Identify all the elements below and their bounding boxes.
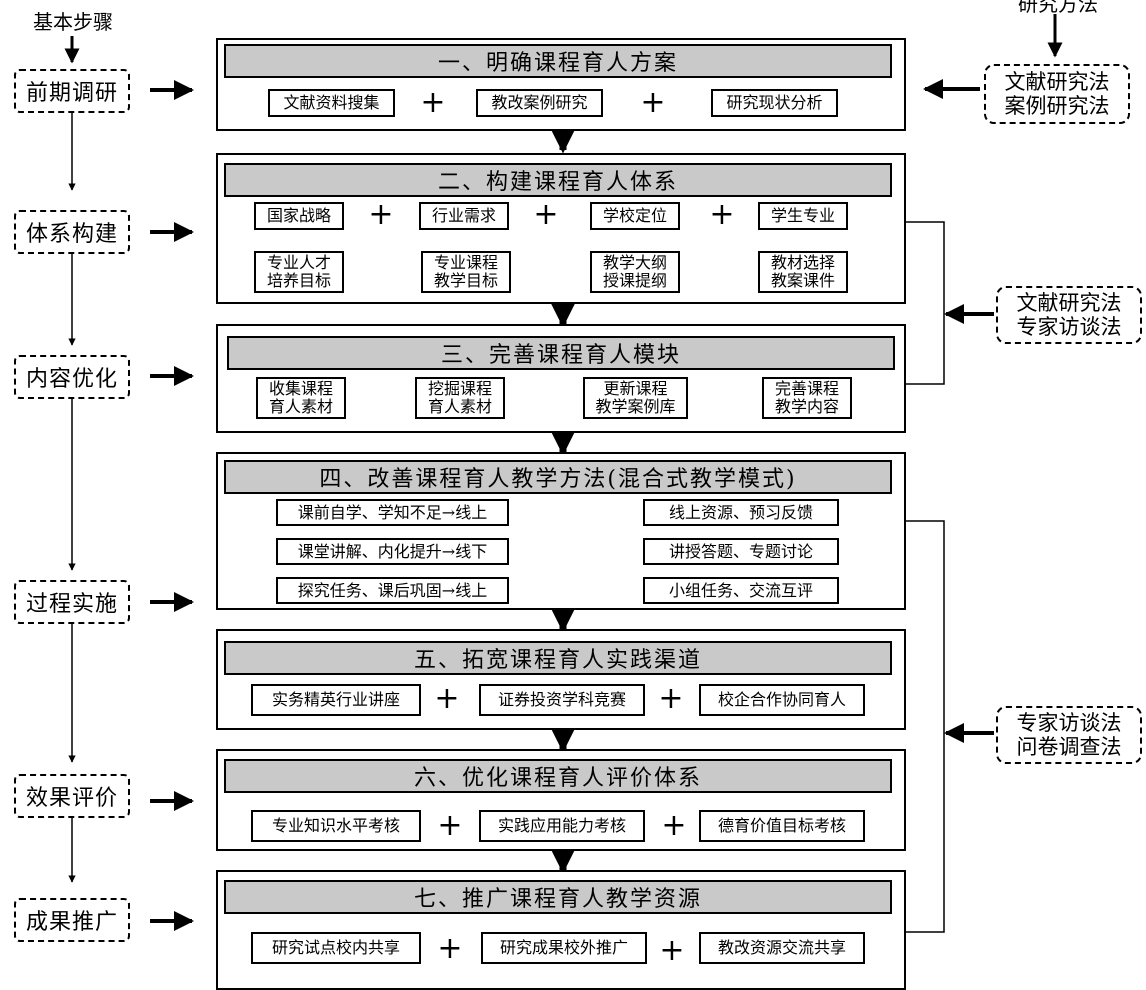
stage-2-factor: 行业需求 — [419, 202, 509, 230]
stage-5-title: 五、拓宽课程育人实践渠道 — [224, 641, 892, 675]
stage-7-title: 七、推广课程育人教学资源 — [224, 880, 892, 914]
stage-4-mode: 课堂讲解、内化提升→线下 — [276, 538, 509, 565]
step-process: 过程实施 — [14, 580, 130, 624]
stage-3-flow-step: 收集课程 育人素材 — [256, 377, 346, 419]
stage-4-activity: 线上资源、预习反馈 — [643, 499, 839, 526]
stage-1-item: 文献资料搜集 — [268, 89, 395, 117]
stage-2-title: 二、构建课程育人体系 — [224, 163, 892, 197]
step-content: 内容优化 — [14, 355, 130, 399]
stage-1-item: 研究现状分析 — [711, 89, 838, 117]
method-box-2: 文献研究法 专家访谈法 — [996, 286, 1142, 344]
stage-5-item: 证券投资学科竞赛 — [479, 684, 645, 716]
step-promotion: 成果推广 — [14, 898, 130, 942]
method-box-3: 专家访谈法 问卷调查法 — [996, 706, 1142, 764]
step-system: 体系构建 — [14, 210, 130, 254]
stage-2-flow-step: 教材选择 教案课件 — [758, 251, 848, 293]
stage-3-flow-step: 更新课程 教学案例库 — [583, 377, 688, 419]
plus-sign: + — [661, 808, 687, 843]
stage-2-factor: 学生专业 — [758, 202, 848, 230]
plus-sign: + — [658, 681, 684, 716]
stage-2-flow-step: 专业人才 培养目标 — [254, 251, 344, 293]
stage-7-item: 研究成果校外推广 — [481, 932, 647, 964]
stage-4-title: 四、改善课程育人教学方法(混合式教学模式) — [224, 460, 892, 494]
stage-6-item: 专业知识水平考核 — [251, 810, 421, 842]
plus-sign: + — [659, 933, 685, 968]
stage-3-flow-step: 挖掘课程 育人素材 — [415, 377, 505, 419]
stage-5-item: 实务精英行业讲座 — [251, 684, 421, 716]
stage-3-flow-step: 完善课程 教学内容 — [762, 377, 852, 419]
stage-2-flow-step: 专业课程 教学目标 — [421, 251, 511, 293]
plus-sign: + — [709, 197, 735, 232]
method-box-1: 文献研究法 案例研究法 — [984, 64, 1130, 124]
stage-3-title: 三、完善课程育人模块 — [227, 336, 895, 370]
method-line: 专家访谈法 — [1016, 711, 1122, 735]
plus-sign: + — [368, 197, 394, 232]
stage-4-mode: 课前自学、学知不足→线上 — [276, 499, 509, 526]
stage-4-mode: 探究任务、课后巩固→线上 — [276, 577, 509, 604]
stage-4-activity: 小组任务、交流互评 — [643, 577, 839, 604]
stage-2-flow-step: 教学大纲 授课提纲 — [590, 251, 680, 293]
plus-sign: + — [437, 808, 463, 843]
stage-7-item: 研究试点校内共享 — [251, 932, 421, 964]
plus-sign: + — [434, 681, 460, 716]
plus-sign: + — [533, 197, 559, 232]
method-line: 问卷调查法 — [1016, 735, 1122, 759]
stage-2-factor: 国家战略 — [254, 202, 344, 230]
method-line: 文献研究法 — [1004, 70, 1110, 94]
stage-7-item: 教改资源交流共享 — [699, 932, 865, 964]
step-research: 前期调研 — [14, 69, 130, 113]
plus-sign: + — [420, 85, 446, 120]
methods-header: 研究方法 — [1018, 0, 1098, 16]
method-line: 专家访谈法 — [1016, 315, 1122, 339]
plus-sign: + — [640, 85, 666, 120]
stage-6-item: 实践应用能力考核 — [479, 810, 645, 842]
steps-header: 基本步骤 — [33, 9, 113, 34]
stage-1-item: 教改案例研究 — [476, 89, 603, 117]
method-line: 文献研究法 — [1016, 291, 1122, 315]
stage-6-item: 德育价值目标考核 — [699, 810, 865, 842]
step-evaluation: 效果评价 — [14, 774, 130, 818]
stage-5-item: 校企合作协同育人 — [699, 684, 865, 716]
stage-4-activity: 讲授答题、专题讨论 — [643, 538, 839, 565]
stage-6-title: 六、优化课程育人评价体系 — [224, 759, 892, 793]
plus-sign: + — [437, 931, 463, 966]
stage-1-title: 一、明确课程育人方案 — [224, 44, 892, 78]
method-line: 案例研究法 — [1004, 94, 1110, 118]
stage-2-factor: 学校定位 — [590, 202, 680, 230]
